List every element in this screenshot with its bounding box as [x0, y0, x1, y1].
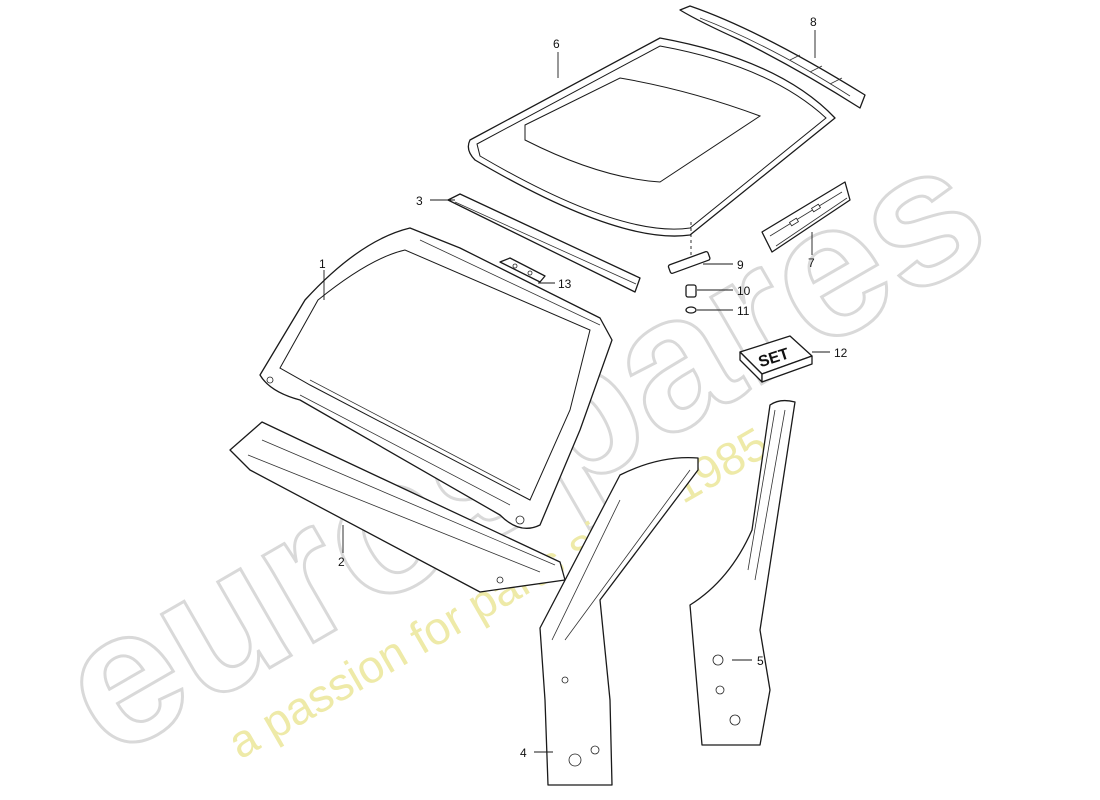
callout-6: 6	[553, 37, 560, 51]
callout-5: 5	[757, 654, 764, 668]
part-7-reinforcement[interactable]	[761, 181, 851, 253]
callouts: 1 2 3 4 5 6 7 8 9 10 11 12 13	[319, 15, 848, 760]
part-1-windshield-frame[interactable]	[259, 227, 613, 529]
callout-11: 11	[737, 304, 750, 318]
part-10-clip[interactable]	[685, 284, 697, 298]
part-9-strip[interactable]	[667, 250, 711, 274]
callout-7: 7	[808, 256, 815, 270]
part-5-b-pillar[interactable]	[689, 399, 796, 746]
callout-12: 12	[834, 346, 848, 360]
part-11-washer[interactable]	[685, 306, 697, 314]
callout-3: 3	[416, 194, 423, 208]
callout-4: 4	[520, 746, 527, 760]
callout-13: 13	[558, 277, 572, 291]
part-8-rear-cross-member[interactable]	[679, 5, 866, 109]
callout-8: 8	[810, 15, 817, 29]
callout-1: 1	[319, 257, 326, 271]
part-3-top-rail[interactable]	[447, 193, 641, 293]
leader-lines	[323, 30, 830, 753]
part-2-cowl[interactable]	[229, 421, 566, 593]
callout-9: 9	[737, 258, 744, 272]
callout-2: 2	[338, 555, 345, 569]
part-6-roof-panel[interactable]	[467, 37, 836, 237]
callout-10: 10	[737, 284, 751, 298]
part-4-a-pillar[interactable]	[539, 456, 699, 786]
part-13-bracket[interactable]	[499, 257, 546, 283]
part-12-set-box[interactable]: SET	[739, 335, 813, 383]
